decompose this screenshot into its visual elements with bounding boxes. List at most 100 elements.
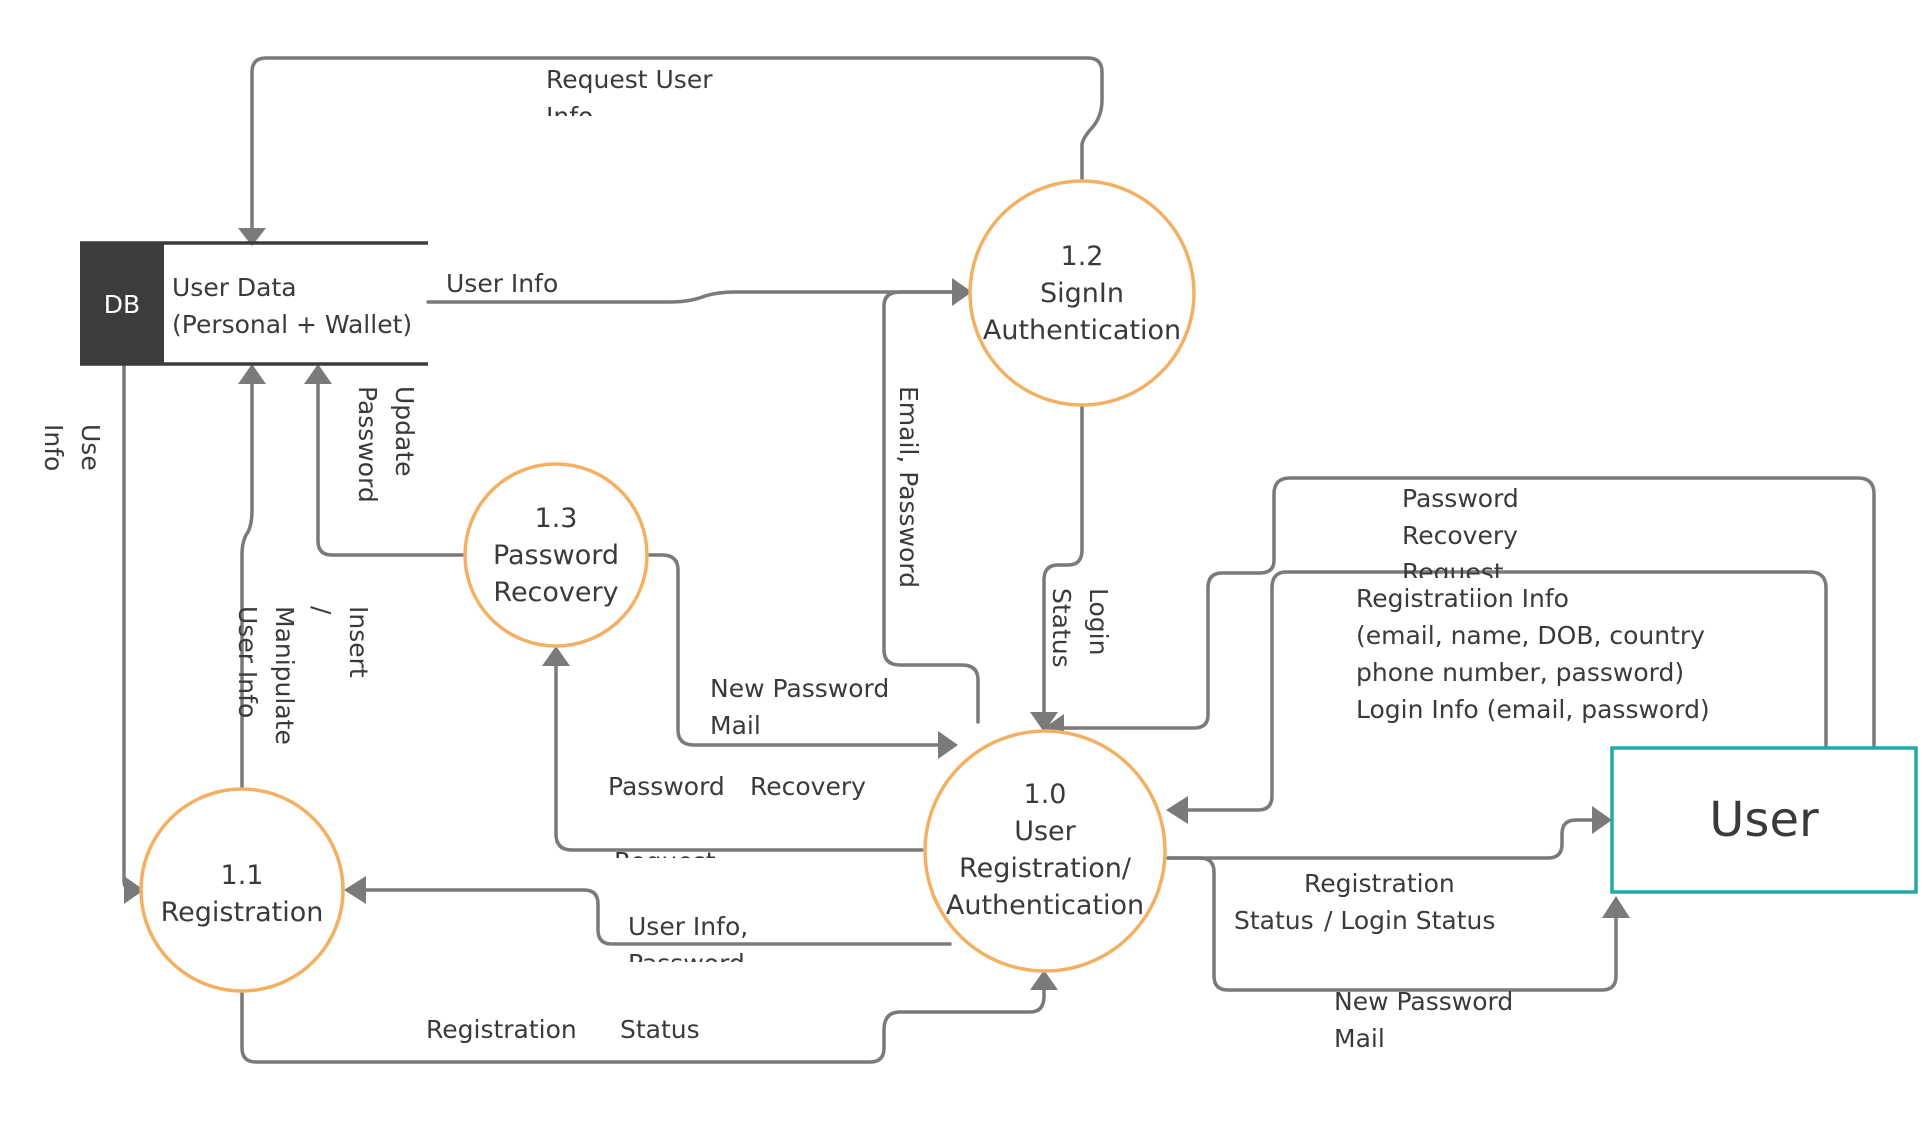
svg-text:Status: Status [1047,588,1076,668]
flow-user-info-to-signin[interactable] [426,290,957,304]
flow-new-password-mail-user[interactable] [1166,856,1618,992]
svg-text:Registration: Registration [1304,869,1455,898]
process-label-line3: Authentication [946,890,1144,921]
process-circle [968,179,1196,407]
flow-request-user-info[interactable] [250,56,1104,232]
process-number: 1.3 [535,503,578,534]
label-update-password: Update Password [353,386,419,503]
process-label-line1: Registration [161,897,324,928]
svg-text:New Password: New Password [710,674,889,703]
datastore-name-line2: (Personal + Wallet) [172,310,412,339]
label-user-info-left: User Info [39,424,105,482]
arrowhead [344,876,366,904]
label-registration-status-internal: Registration Status [426,1015,700,1044]
flow-registration-info[interactable] [1184,570,1828,812]
svg-text:Recovery: Recovery [1402,521,1518,550]
arrowhead [124,876,144,904]
svg-text:Request: Request [1402,558,1504,587]
process-label-line2: Registration/ [959,853,1132,884]
svg-text:/ Login Status: / Login Status [1324,906,1495,935]
process-label-line2: Recovery [493,577,618,608]
arrowhead [1030,970,1058,990]
flow-user-info-to-registration[interactable] [122,363,137,892]
label-password-recovery-request-internal: Password Recovery Request [608,772,866,876]
svg-text:/: / [307,606,336,615]
arrowhead [952,278,972,306]
datastore-user-data[interactable]: DB User Data (Personal + Wallet) [80,241,428,366]
svg-text:User Info,: User Info, [628,912,748,941]
svg-text:Manipulate: Manipulate [270,606,299,745]
datastore-tag-box [80,242,164,364]
flow-user-info-password[interactable] [362,888,952,946]
flow-login-status[interactable] [1042,404,1084,714]
svg-text:Request: Request [614,847,716,876]
svg-text:Info: Info [546,102,593,131]
flow-update-password[interactable] [316,382,467,557]
flow-email-password[interactable] [882,290,980,724]
process-1-2[interactable]: 1.2 SignIn Authentication [968,179,1196,407]
flow-password-recovery-request-user[interactable] [1060,476,1876,750]
arrowhead [1592,806,1612,834]
label-registration-info: Registratiion Info (email, name, DOB, co… [1356,584,1710,724]
svg-text:Registration: Registration [426,1015,577,1044]
label-registration-login-status: Registration Status / Login Status [1234,869,1495,935]
external-entity-user[interactable]: User [1610,746,1918,894]
svg-text:Update: Update [390,386,419,477]
svg-text:Registratiion Info: Registratiion Info [1356,584,1569,613]
svg-text:phone number, password): phone number, password) [1356,658,1684,687]
flow-registration-login-status[interactable] [1166,818,1597,860]
process-number: 1.2 [1061,241,1104,272]
svg-text:Insert: Insert [344,606,373,678]
arrowhead [238,364,266,384]
svg-text:Request User: Request User [546,65,713,94]
process-circle [923,729,1167,973]
process-label-line1: User [1014,816,1076,847]
svg-text:Login: Login [1084,588,1113,655]
arrowhead [542,646,570,666]
label-login-status: Login Status [1047,588,1113,668]
label-user-info-password: User Info, Password [628,912,748,978]
arrowhead [1030,712,1058,732]
process-label-line1: SignIn [1040,278,1124,309]
process-number: 1.1 [221,860,264,891]
svg-text:New Password: New Password [1334,987,1513,1016]
svg-text:Info: Info [39,424,68,471]
process-circle [463,462,649,648]
svg-text:User Info: User Info [233,606,262,718]
svg-text:Recovery: Recovery [750,772,866,801]
process-1-1[interactable]: 1.1 Registration [139,787,345,993]
process-label-line2: Authentication [983,315,1181,346]
label-request-user-info: Request User Info [546,65,713,131]
process-circle [139,787,345,993]
label-new-password-mail-user: New Password Mail [1334,987,1513,1053]
process-number: 1.0 [1024,779,1067,810]
arrowhead [238,228,266,246]
svg-text:Password: Password [628,949,745,978]
arrowhead [1166,796,1188,824]
svg-text:Mail: Mail [1334,1024,1385,1053]
label-email-password: Email, Password [894,386,923,588]
svg-text:Password: Password [608,772,725,801]
process-1-3[interactable]: 1.3 Password Recovery [463,462,649,648]
label-insert-manipulate: Insert / Manipulate User Info [233,606,373,745]
flow-new-password-mail-internal[interactable] [646,553,942,747]
label-user-info-signin: User Info [446,269,558,298]
arrowhead [304,364,332,384]
flow-insert-manipulate[interactable] [240,382,254,790]
flow-password-recovery-request-internal[interactable] [554,664,924,852]
svg-text:(email, name, DOB, country: (email, name, DOB, country [1356,621,1705,650]
process-1-0[interactable]: 1.0 User Registration/ Authentication [923,729,1167,973]
label-password-recovery-request-user: Password Recovery Request [1402,484,1519,587]
svg-text:Password: Password [353,386,382,503]
entity-name: User [1709,792,1819,848]
flow-registration-status-internal[interactable] [240,986,1046,1064]
svg-text:User: User [76,424,105,482]
svg-text:Password: Password [1402,484,1519,513]
datastore-tag: DB [104,290,140,319]
svg-text:Mail: Mail [710,711,761,740]
process-label-line1: Password [493,540,619,571]
arrowhead [938,731,958,759]
label-new-password-mail-internal: New Password Mail [710,674,889,740]
entity-box [1610,746,1918,894]
